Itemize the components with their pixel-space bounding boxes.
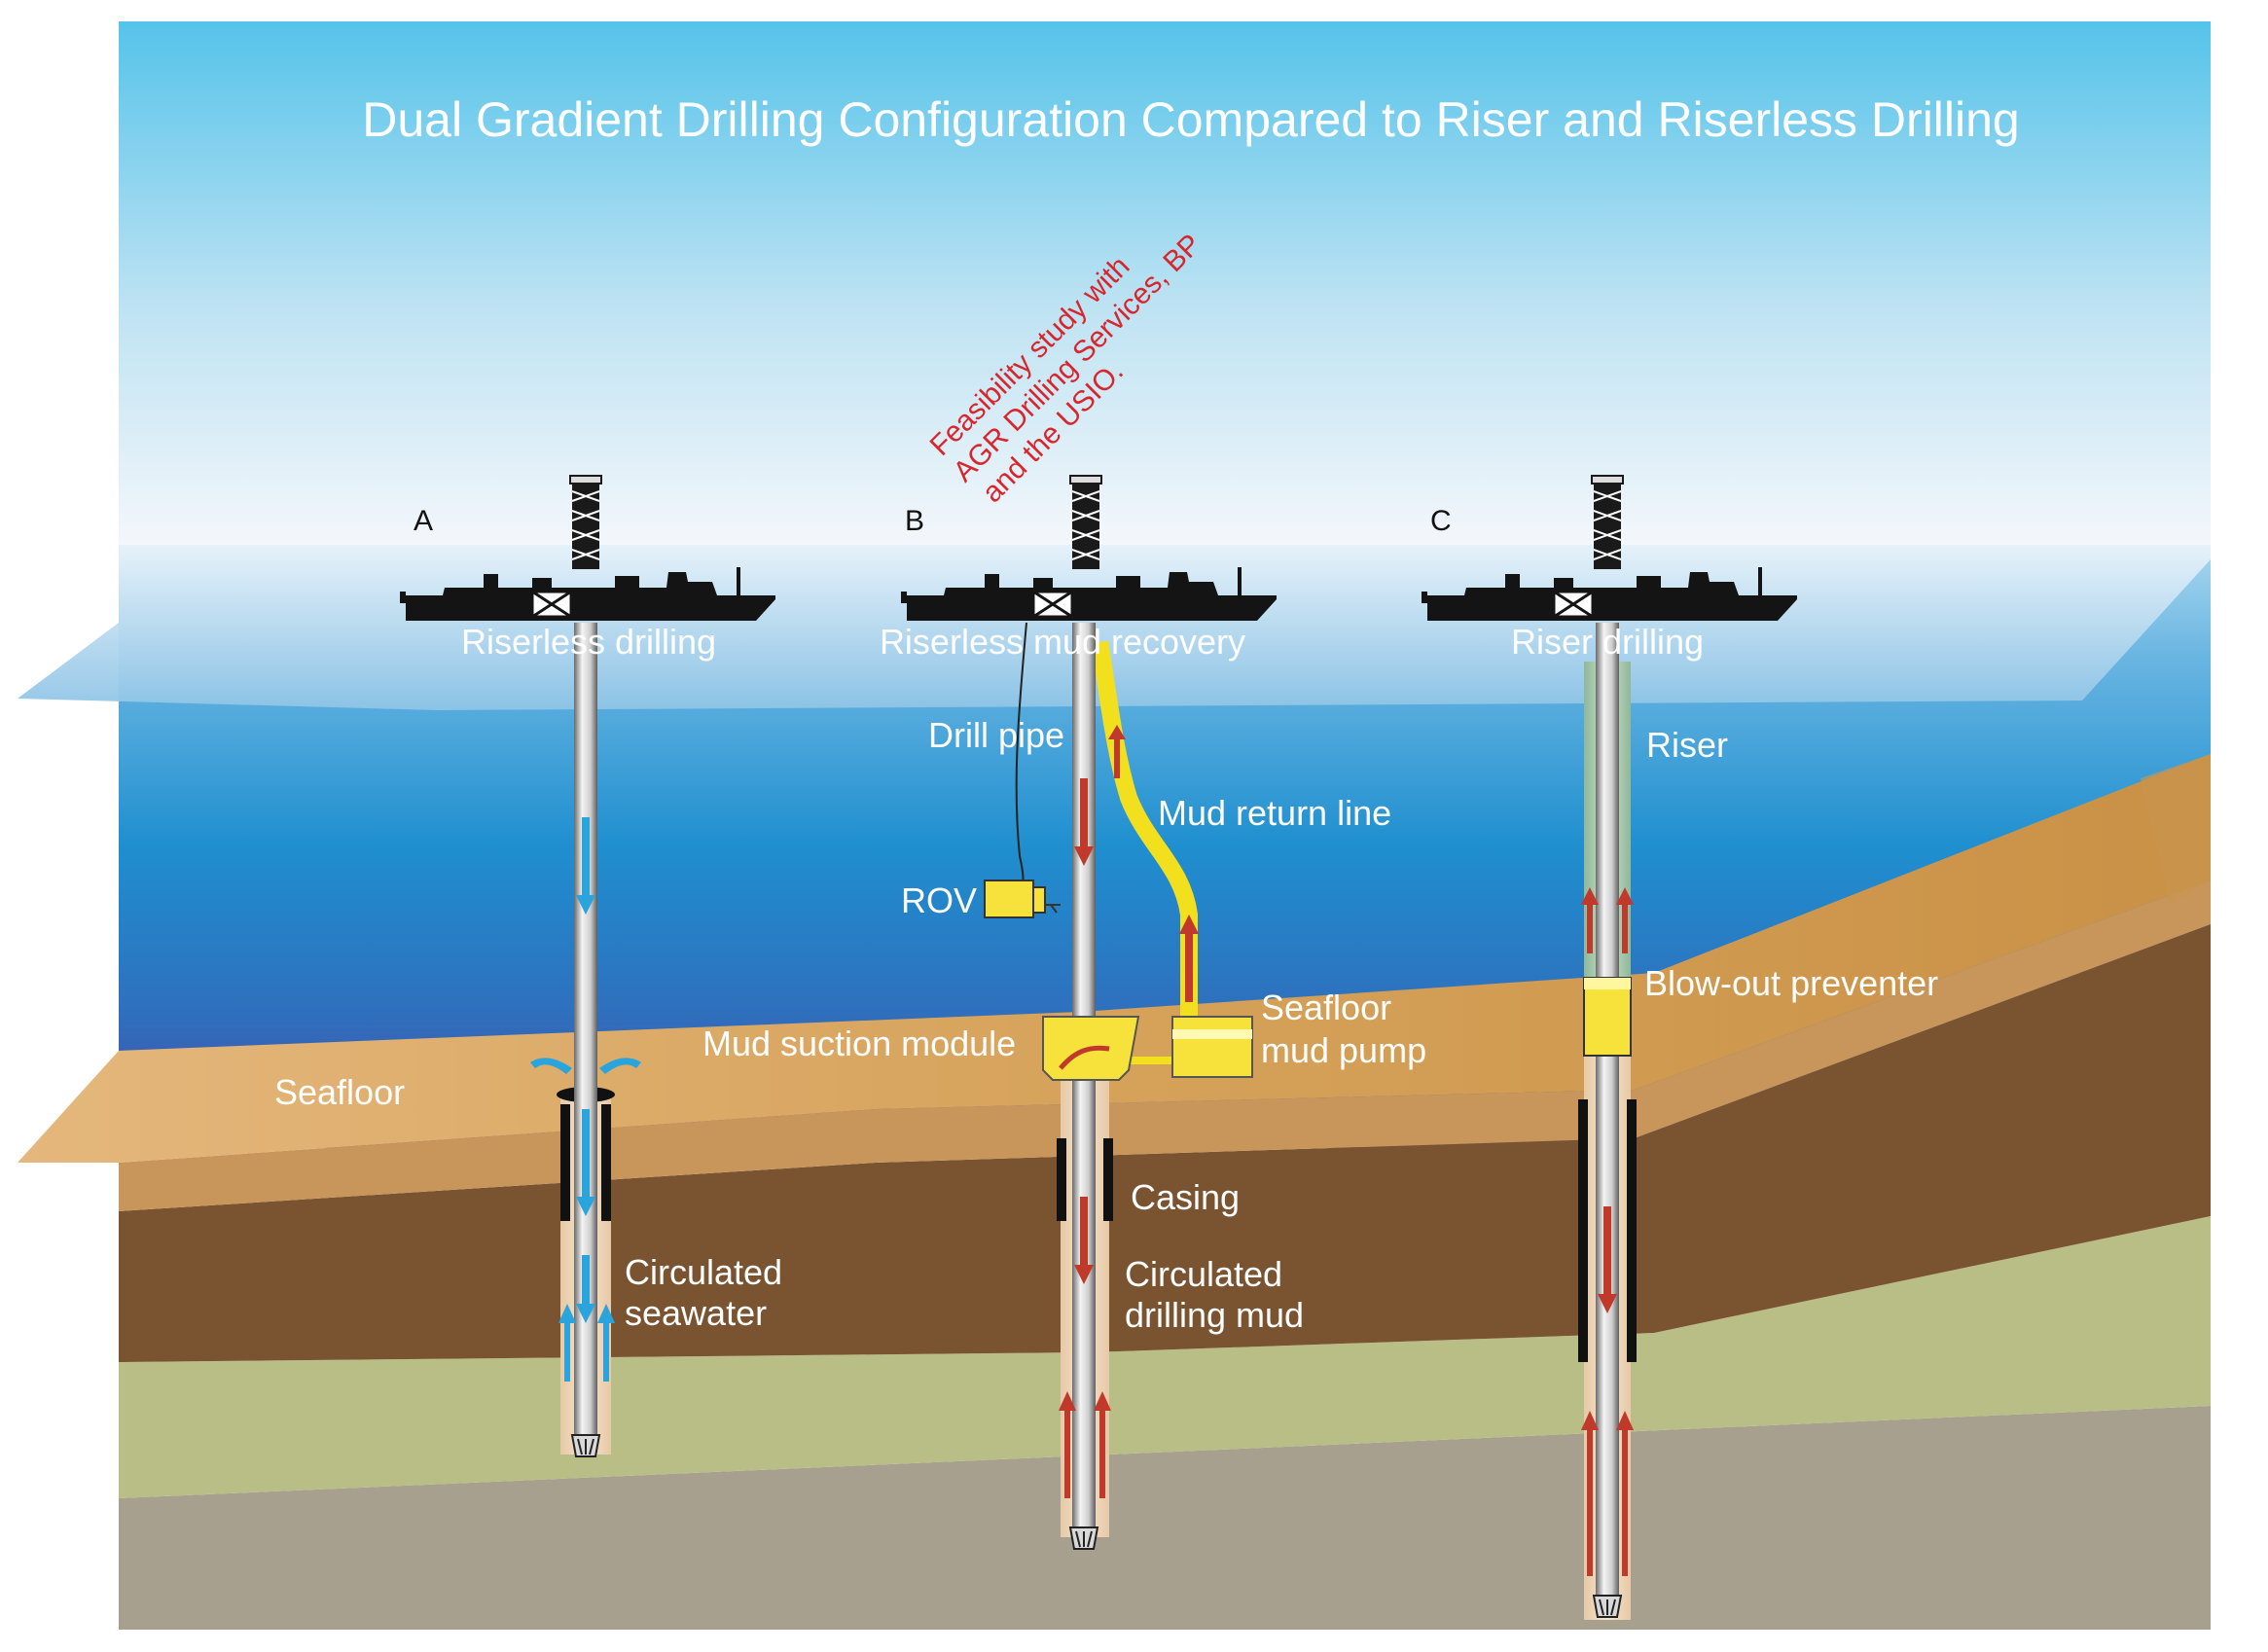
casing-a-right (601, 1104, 611, 1221)
drill-bit-icon (571, 1434, 600, 1457)
drill-bit-icon (1593, 1595, 1622, 1618)
panel-b-flow-label-1: Circulated (1125, 1254, 1282, 1294)
flow-arrows-b (1059, 725, 1199, 1498)
layer-sand-lower (119, 880, 2211, 1211)
panel-b-flow-label-2: drilling mud (1125, 1295, 1304, 1335)
seafloor-mud-pump-band (1172, 1029, 1252, 1039)
panel-a-flow-label-2: seawater (625, 1293, 767, 1333)
panel-b-title: Riserless mud recovery (880, 622, 1245, 662)
casing-b-right (1103, 1138, 1113, 1221)
panel-a: Riserless drilling Circulated seawater (398, 475, 782, 1457)
panel-a-title: Riserless drilling (461, 622, 716, 662)
blow-out-preventer (1583, 977, 1632, 1057)
diagram-title: Dual Gradient Drilling Configuration Com… (362, 92, 2020, 147)
mud-return-line (1091, 640, 1198, 1022)
layer-gray (119, 1406, 2211, 1630)
riser-label: Riser (1646, 725, 1728, 765)
mud-suction-module-label: Mud suction module (702, 1024, 1016, 1063)
panel-a-flow-label-1: Circulated (625, 1252, 782, 1292)
flow-arrows-c (1581, 887, 1634, 1576)
casing-label: Casing (1131, 1177, 1240, 1217)
casing-c-right (1627, 1099, 1637, 1362)
bop-top-band (1584, 978, 1631, 989)
sea-surface-slab (18, 545, 2211, 710)
panel-c-title: Riser drilling (1511, 622, 1704, 662)
layer-brown (119, 924, 2211, 1362)
casing-c-left (1578, 1099, 1588, 1362)
panel-letter-c: C (1430, 505, 1452, 537)
derrick-icon (1591, 475, 1624, 570)
panel-c: Riser drilling Riser Blow-out preventer (1420, 475, 1938, 1620)
flow-arrows-a (530, 817, 641, 1382)
casing-a-left (560, 1104, 570, 1221)
mud-return-line-label: Mud return line (1158, 793, 1391, 833)
seafloor-mud-pump-label-1: Seafloor (1261, 988, 1391, 1027)
derrick-icon (1069, 475, 1102, 570)
layer-olive (119, 1216, 2211, 1498)
rov-icon (984, 880, 1061, 918)
drill-pipe-c (1596, 623, 1619, 1610)
rov-label: ROV (901, 880, 977, 920)
seafloor-right-edge (2141, 754, 2211, 905)
casing-b-left (1057, 1138, 1066, 1221)
sky-background (119, 21, 2211, 547)
seafloor-mud-pump (1171, 1016, 1253, 1078)
drill-bit-icon (1069, 1526, 1098, 1550)
panel-letter-a: A (414, 505, 433, 537)
seafloor-label: Seafloor (274, 1072, 405, 1112)
panel-letter-b: B (905, 505, 924, 537)
seafloor-mud-pump-label-2: mud pump (1261, 1030, 1426, 1070)
blow-out-preventer-label: Blow-out preventer (1644, 963, 1938, 1003)
seafloor-slab (18, 754, 2211, 1163)
drill-pipe-label: Drill pipe (928, 715, 1064, 755)
derrick-icon (569, 475, 602, 570)
